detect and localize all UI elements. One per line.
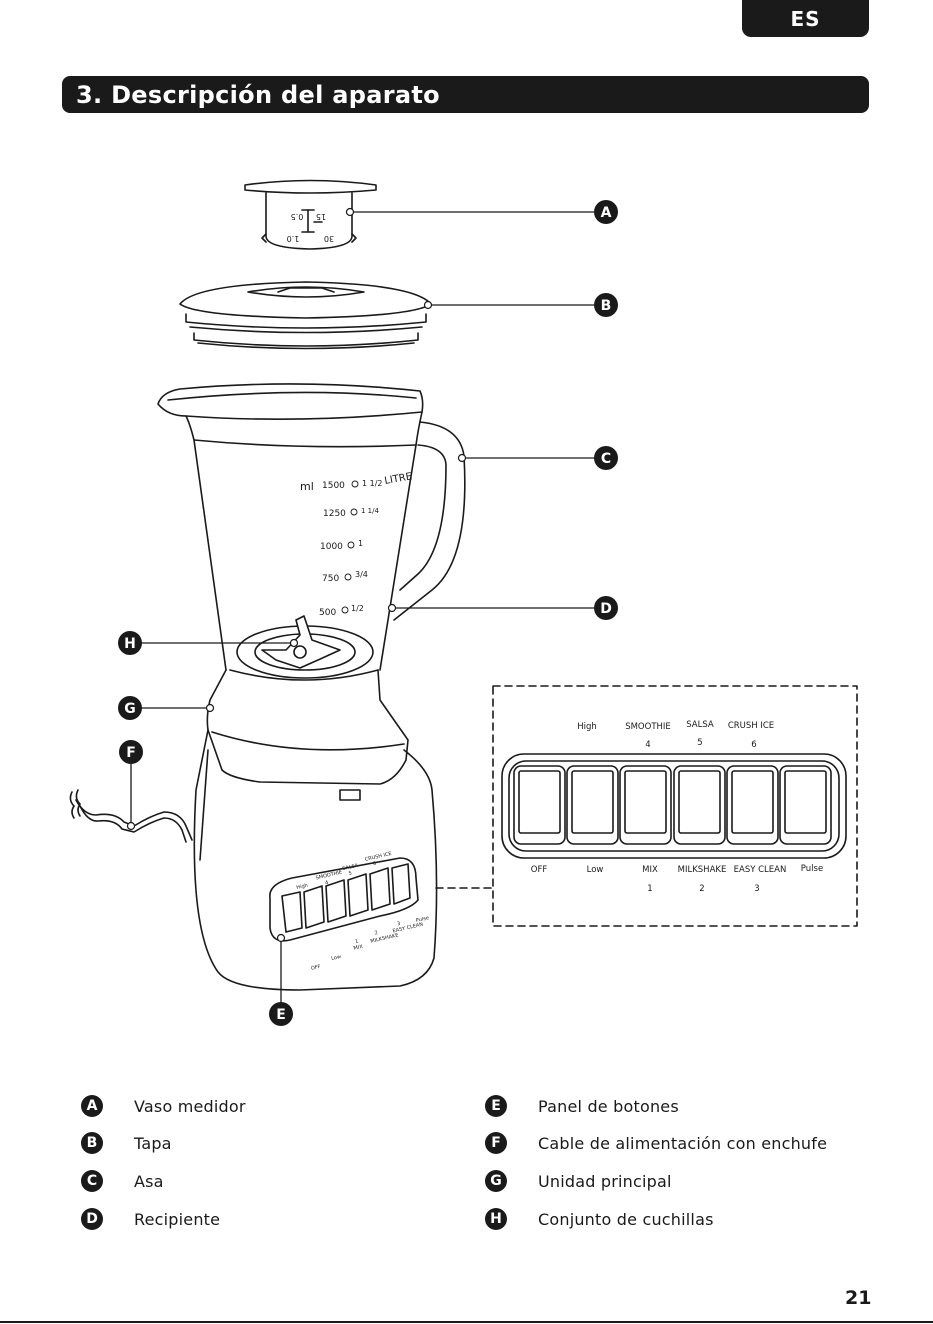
panel-bottom-number: 2 xyxy=(699,884,704,894)
jar-mark-ml: 1250 xyxy=(323,509,346,519)
language-tab: ES xyxy=(742,0,869,37)
base-bottom-label: Low xyxy=(331,954,342,962)
callout-c: C xyxy=(601,451,611,467)
base-bottom-label: MIX xyxy=(353,944,364,952)
control-panel-zoom-frame xyxy=(492,685,858,927)
panel-bottom-label-milkshake: MILKSHAKE xyxy=(678,865,727,875)
base-top-number: 5 xyxy=(348,870,352,877)
jar-scale-unit: ml xyxy=(300,480,314,493)
panel-top-number: 4 xyxy=(645,740,650,750)
legend-text: Recipiente xyxy=(134,1209,221,1229)
leader-lines xyxy=(130,211,595,1003)
base-bottom-number: 2 xyxy=(374,930,378,937)
base-top-label: CRUSH ICE xyxy=(364,851,392,863)
base-bottom-label: OFF xyxy=(310,964,321,972)
panel-bottom-number: 3 xyxy=(754,884,759,894)
legend-text: Unidad principal xyxy=(538,1171,672,1191)
legend-badge: B xyxy=(81,1132,103,1154)
base-bottom-number: 1 xyxy=(355,939,359,946)
cup-mark-left-top: 0.5 xyxy=(291,212,304,221)
panel-bottom-label-low: Low xyxy=(587,865,604,875)
jar-mark-litre: 1 1/4 xyxy=(361,507,379,515)
panel-bottom-label-pulse: Pulse xyxy=(801,864,823,874)
base-bottom-label: Pulse xyxy=(415,915,429,924)
legend-badge: D xyxy=(81,1208,103,1230)
panel-bottom-label-mix: MIX xyxy=(642,865,658,875)
section-title: 3. Descripción del aparato xyxy=(76,80,440,109)
jar-litre-label: LITRE xyxy=(384,471,413,487)
callout-d: D xyxy=(600,601,612,617)
callout-f: F xyxy=(126,745,136,761)
bottom-divider xyxy=(0,1321,933,1323)
jar-mark-litre: 1 1/2 xyxy=(362,479,383,488)
section-header: 3. Descripción del aparato xyxy=(62,76,869,113)
base-top-label: High xyxy=(296,883,309,891)
legend-item: F Cable de alimentación con enchufe xyxy=(485,1130,827,1156)
lid xyxy=(179,281,432,350)
cup-mark-right-bottom: 30 xyxy=(324,234,334,243)
base-top-number: 4 xyxy=(325,880,329,887)
control-panel-zoomed xyxy=(501,753,847,859)
jar xyxy=(157,383,466,681)
base-top-label: SMOOTHIE xyxy=(315,870,342,882)
callout-a: A xyxy=(601,205,612,221)
legend-badge: C xyxy=(81,1170,103,1192)
panel-bottom-number: 1 xyxy=(647,884,652,894)
panel-top-label-smoothie: SMOOTHIE xyxy=(625,722,671,732)
jar-mark-ml: 500 xyxy=(319,608,336,618)
jar-mark-litre: 1 xyxy=(358,539,363,548)
legend-badge: G xyxy=(485,1170,507,1192)
legend-badge: E xyxy=(485,1095,507,1117)
jar-mark-ml: 750 xyxy=(322,574,339,584)
main-unit xyxy=(193,669,438,991)
legend-badge: A xyxy=(81,1095,103,1117)
jar-mark-litre: 3/4 xyxy=(355,570,368,579)
legend-item: A Vaso medidor xyxy=(81,1093,246,1119)
base-top-label: SALSA xyxy=(342,863,360,873)
legend-text: Tapa xyxy=(134,1133,172,1153)
legend-item: C Asa xyxy=(81,1168,164,1194)
base-top-number: 6 xyxy=(373,861,377,868)
legend-item: H Conjunto de cuchillas xyxy=(485,1206,714,1232)
panel-top-number: 5 xyxy=(697,738,702,748)
legend-item: G Unidad principal xyxy=(485,1168,672,1194)
legend-text: Cable de alimentación con enchufe xyxy=(538,1133,828,1153)
base-bottom-number: 3 xyxy=(397,921,401,928)
blender-diagram: 0.5 1.0 15 30 ml 1500 1 1/2 LITRE 1250 1… xyxy=(69,179,858,1026)
callout-e: E xyxy=(276,1007,286,1023)
cup-mark-left-bottom: 1.0 xyxy=(287,234,300,243)
panel-bottom-label-easy-clean: EASY CLEAN xyxy=(734,865,787,875)
measuring-cup xyxy=(244,179,377,250)
callout-h: H xyxy=(124,636,136,652)
legend-text: Conjunto de cuchillas xyxy=(538,1209,714,1229)
panel-top-label-high: High xyxy=(577,722,597,732)
legend-text: Asa xyxy=(134,1171,164,1191)
callout-g: G xyxy=(124,701,136,717)
cup-mark-right-top: 15 xyxy=(316,212,326,221)
legend-badge: H xyxy=(485,1208,507,1230)
callout-b: B xyxy=(601,298,612,314)
jar-mark-ml: 1500 xyxy=(322,481,345,491)
legend-item: B Tapa xyxy=(81,1130,172,1156)
panel-top-label-salsa: SALSA xyxy=(686,720,714,730)
page-number: 21 xyxy=(845,1287,872,1309)
legend-text: Vaso medidor xyxy=(134,1096,246,1116)
legend-badge: F xyxy=(485,1132,507,1154)
panel-bottom-label-off: OFF xyxy=(531,865,548,875)
jar-mark-ml: 1000 xyxy=(320,542,343,552)
legend-item: E Panel de botones xyxy=(485,1093,679,1119)
panel-top-number: 6 xyxy=(751,740,756,750)
jar-mark-litre: 1/2 xyxy=(351,604,364,613)
legend-item: D Recipiente xyxy=(81,1206,220,1232)
legend-text: Panel de botones xyxy=(538,1096,679,1116)
panel-top-label-crush-ice: CRUSH ICE xyxy=(728,721,774,731)
